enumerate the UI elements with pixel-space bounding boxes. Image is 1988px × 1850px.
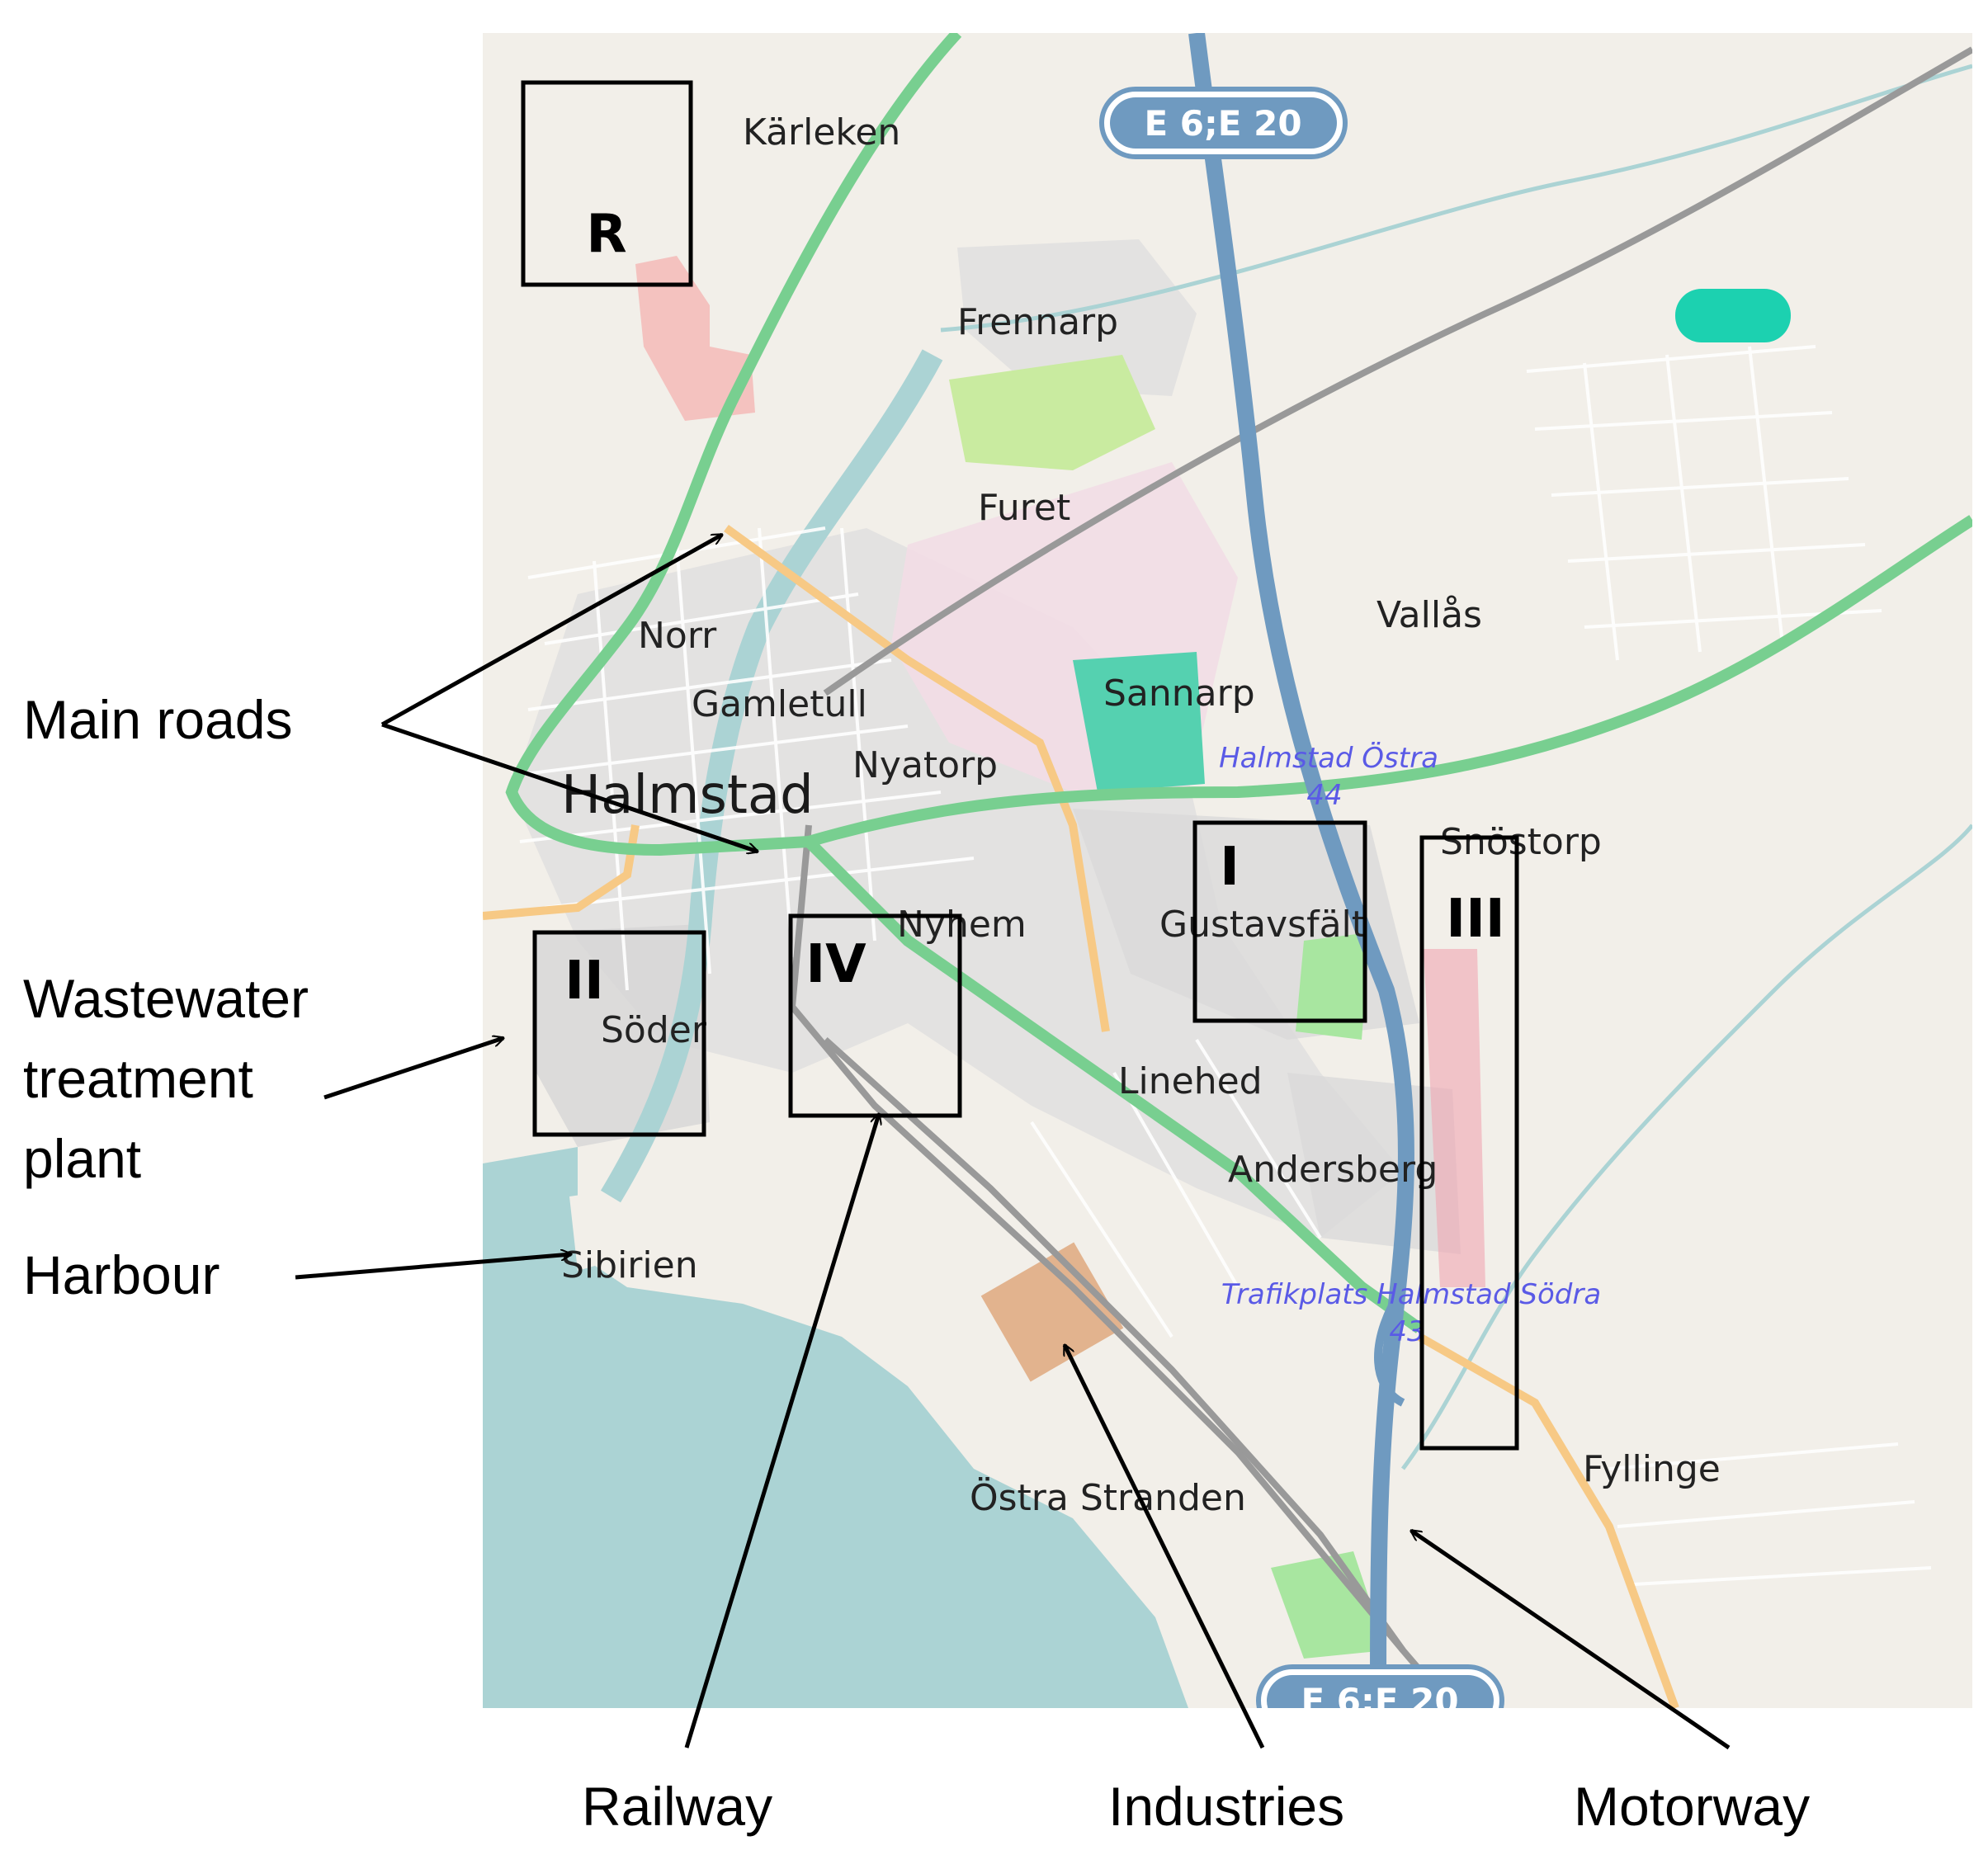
place-halmstad: Halmstad [561,765,814,826]
place-linehed: Linehed [1118,1060,1263,1102]
junction-sodra-label: Trafikplats Halmstad Södra [1221,1278,1601,1311]
study-area-iv-label: IV [805,934,867,995]
arrow-harbour [295,1254,571,1280]
harbour-pier [569,1188,635,1271]
sea [483,1147,1188,1708]
park-south [1271,1551,1386,1659]
main-roads [505,33,1972,1333]
annotation-railway: Railway [582,1776,772,1837]
study-area-ii-box [532,930,706,1137]
study-area-boxes [521,80,1519,1451]
annotation-industries: Industries [1108,1776,1344,1837]
annotation-motorway: Motorway [1574,1776,1810,1837]
junction-ostra-number: 44 [1306,779,1342,812]
place-gamletull: Gamletull [692,683,867,725]
retail-area [1424,949,1485,1287]
place-fyllinge: Fyllinge [1583,1448,1721,1490]
industries-site [980,1242,1124,1382]
place-vallas: Vallås [1376,594,1482,636]
study-area-r-label: R [586,204,626,265]
place-sibirien: Sibirien [561,1244,698,1286]
arrow-main-roads-center [381,722,758,852]
place-gustavsfalt: Gustavsfält [1159,904,1366,946]
annotation-wastewater-line3: plant [23,1128,141,1189]
motorway [1188,33,1414,1708]
place-nyatorp: Nyatorp [852,744,998,786]
arrow-main-roads-north [380,532,722,727]
place-snostorp: Snöstorp [1440,821,1602,863]
study-area-i-box [1192,820,1367,1023]
place-norr: Norr [638,615,717,657]
annotations: Main roads Wastewater treatment plant Ha… [23,532,1810,1837]
annotation-arrows [295,532,1731,1750]
place-furet: Furet [978,487,1070,529]
stream-north [940,64,1972,333]
stream-east [1400,824,1972,1470]
frennarp-area [957,239,1197,396]
andersberg-area [1287,1073,1461,1254]
arrow-wastewater [323,1038,503,1100]
annotation-harbour: Harbour [23,1244,220,1305]
annotation-wastewater-line2: treatment [23,1048,253,1109]
river [600,349,943,1203]
place-sannarp: Sannarp [1103,673,1255,715]
sports-sannarp [1073,652,1205,792]
road-shield-bottom: E 6;E 20 [1256,1664,1504,1721]
pink-site [635,256,755,421]
place-frennarp: Frennarp [957,301,1118,343]
study-area-iii-box [1419,835,1519,1451]
motorway-ramp [1374,1285,1407,1407]
place-ostra-stranden: Östra Stranden [970,1476,1246,1519]
junction-ostra-label: Halmstad Östra [1219,741,1438,775]
annotation-main-roads: Main roads [23,689,293,750]
map-area: E 6;E 20 E 6;E 20 Halmstad Östra 44 Traf… [483,33,1972,1721]
lake-pond [1675,289,1791,342]
street-grid [511,345,1932,1586]
study-area-ii-label: II [564,951,604,1012]
road-shield-top: E 6;E 20 [1099,87,1348,159]
arrow-industries [1062,1345,1265,1749]
junction-sodra-number: 43 [1389,1315,1424,1348]
shield-top-label: E 6;E 20 [1144,103,1301,144]
arrow-motorway [1411,1531,1731,1750]
shield-bottom-label: E 6;E 20 [1301,1681,1458,1721]
arrow-railway [684,1114,879,1749]
place-andersberg: Andersberg [1228,1149,1438,1191]
park-frennarp [949,355,1155,470]
place-soder: Söder [601,1009,707,1051]
place-karleken: Kärleken [743,111,900,153]
study-area-r-box [521,80,693,287]
park-gustavsfalt [1296,932,1370,1040]
study-area-i-label: I [1220,837,1240,898]
annotation-wastewater-line1: Wastewater [23,968,309,1029]
study-area-iii-label: III [1446,889,1504,950]
